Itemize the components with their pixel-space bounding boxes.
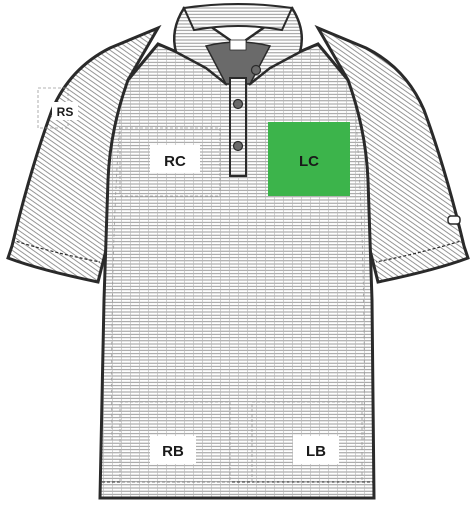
placement-zone-lc[interactable]: LC (268, 122, 350, 196)
placement-zone-rb[interactable]: RB (150, 436, 196, 464)
zone-label-rc: RC (164, 153, 186, 170)
zone-label-rs: RS (57, 105, 74, 119)
neck-label (230, 40, 246, 50)
zone-label-lc: LC (299, 153, 319, 170)
zone-label-rb: RB (162, 443, 184, 460)
collar-button-right (252, 66, 261, 75)
sleeve-logo-icon (448, 216, 460, 224)
placket (230, 78, 246, 176)
collar-band (184, 4, 292, 30)
placket-button-2 (234, 142, 243, 151)
placement-zone-rc[interactable]: RC (150, 145, 200, 173)
placement-zone-rs[interactable]: RS (52, 102, 78, 120)
placement-zone-lb[interactable]: LB (293, 436, 339, 464)
zone-label-lb: LB (306, 443, 326, 460)
placket-button-1 (234, 100, 243, 109)
